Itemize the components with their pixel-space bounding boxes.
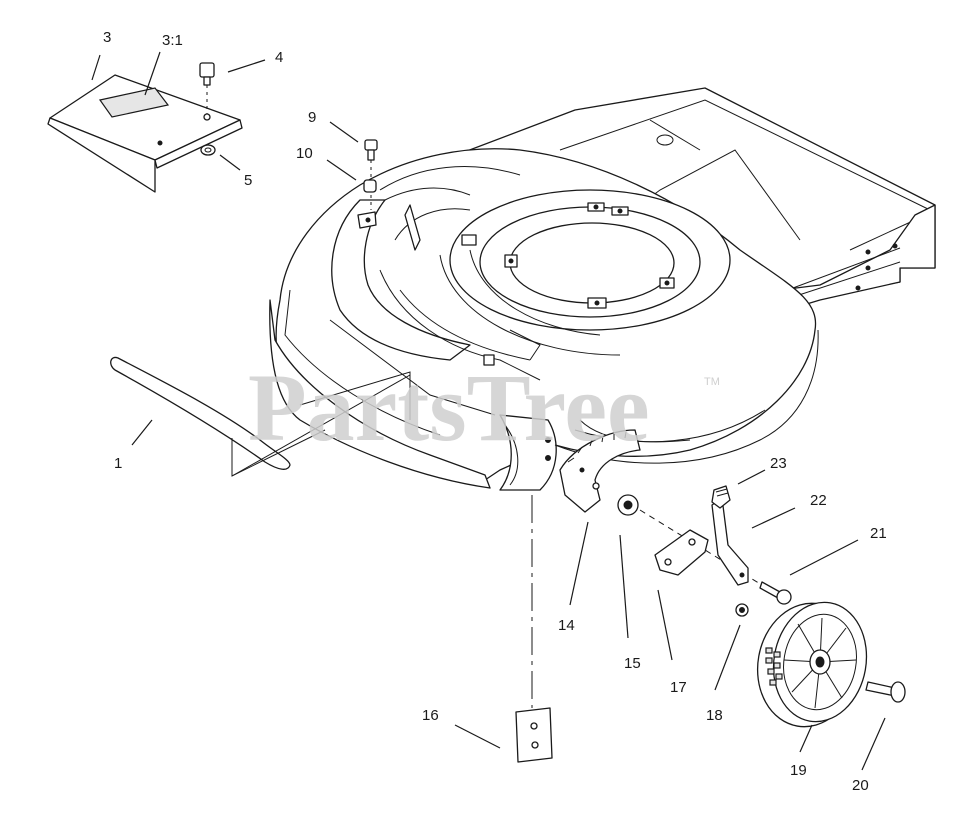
part-22-lever-arm — [711, 497, 749, 586]
callout-23: 23 — [770, 455, 787, 472]
callout-5: 5 — [244, 172, 252, 189]
callout-20: 20 — [852, 777, 869, 794]
part-19-wheel — [756, 601, 868, 728]
callout-18: 18 — [706, 707, 723, 724]
callout-3: 3 — [103, 29, 111, 46]
callout-22: 22 — [810, 492, 827, 509]
part-14-height-adjuster — [559, 429, 641, 513]
callout-21: 21 — [870, 525, 887, 542]
part-21-bolt — [759, 581, 792, 605]
part-5-nut — [200, 144, 216, 156]
callout-9: 9 — [308, 109, 316, 126]
part-15-bushing — [617, 494, 639, 516]
callout-3-1: 3:1 — [162, 32, 183, 49]
part-23-knob — [711, 485, 731, 509]
callout-19: 19 — [790, 762, 807, 779]
callout-17: 17 — [670, 679, 687, 696]
callout-15: 15 — [624, 655, 641, 672]
callout-14: 14 — [558, 617, 575, 634]
part-10-spacer — [363, 179, 377, 193]
part-4-bolt — [199, 62, 215, 121]
mower-deck-housing — [269, 87, 936, 491]
part-17-bracket — [654, 529, 709, 576]
leader-lines — [91, 51, 886, 771]
watermark: PartsTree TM — [248, 354, 720, 461]
watermark-trademark: TM — [704, 376, 720, 388]
part-16-plate — [515, 495, 553, 763]
callout-10: 10 — [296, 145, 313, 162]
part-1-baffle-rod — [110, 356, 411, 477]
callout-16: 16 — [422, 707, 439, 724]
callout-4: 4 — [275, 49, 283, 66]
part-9-screw — [364, 139, 378, 210]
part-3-cover-plate — [47, 74, 243, 193]
watermark-text: PartsTree — [248, 354, 650, 461]
part-18-washer — [735, 603, 749, 617]
callout-labels: 3 3:1 4 5 9 10 1 14 15 16 17 18 19 20 21… — [103, 29, 887, 794]
callout-1: 1 — [114, 455, 122, 472]
part-20-axle-bolt — [865, 681, 906, 703]
